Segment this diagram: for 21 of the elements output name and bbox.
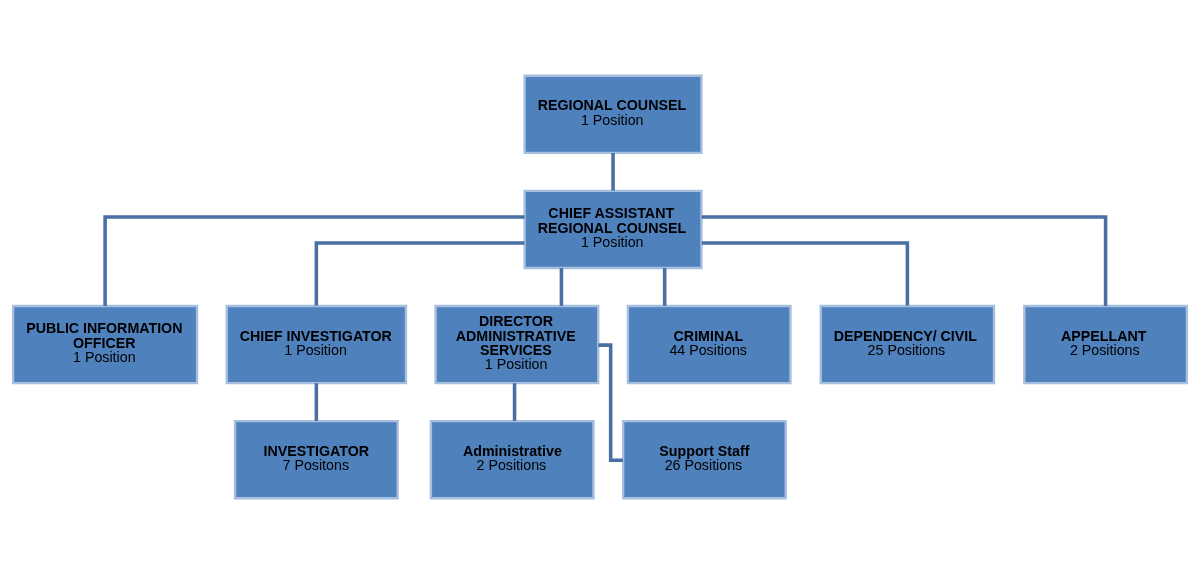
- connector: [701, 241, 910, 306]
- connector: [662, 268, 667, 306]
- connector: [512, 383, 517, 421]
- node-box: Support Staff 26 Positions: [621, 419, 787, 500]
- node-box: REGIONAL COUNSEL 1 Position: [523, 74, 703, 155]
- node-box: Administrative 2 Positions: [429, 419, 595, 500]
- node-box: CHIEF INVESTIGATOR 1 Position: [225, 304, 408, 385]
- node-box: APPELLANT 2 Positions: [1023, 304, 1189, 385]
- node-box: DIRECTOR ADMINISTRATIVE SERVICES 1 Position: [434, 304, 600, 385]
- connector: [611, 152, 615, 191]
- connector: [314, 241, 525, 306]
- node-box: INVESTIGATOR 7 Positons: [233, 419, 399, 500]
- node-box: DEPENDENCY/ CIVIL 25 Positions: [819, 304, 996, 385]
- connector: [103, 215, 525, 306]
- node-box: CHIEF ASSISTANT REGIONAL COUNSEL 1 Position: [523, 189, 703, 270]
- connector: [701, 215, 1108, 306]
- connector: [598, 343, 623, 463]
- connector: [559, 268, 564, 306]
- node-box: CRIMINAL 44 Positions: [626, 304, 792, 385]
- connector: [314, 383, 319, 421]
- node-box: PUBLIC INFORMATION OFFICER 1 Position: [11, 304, 199, 385]
